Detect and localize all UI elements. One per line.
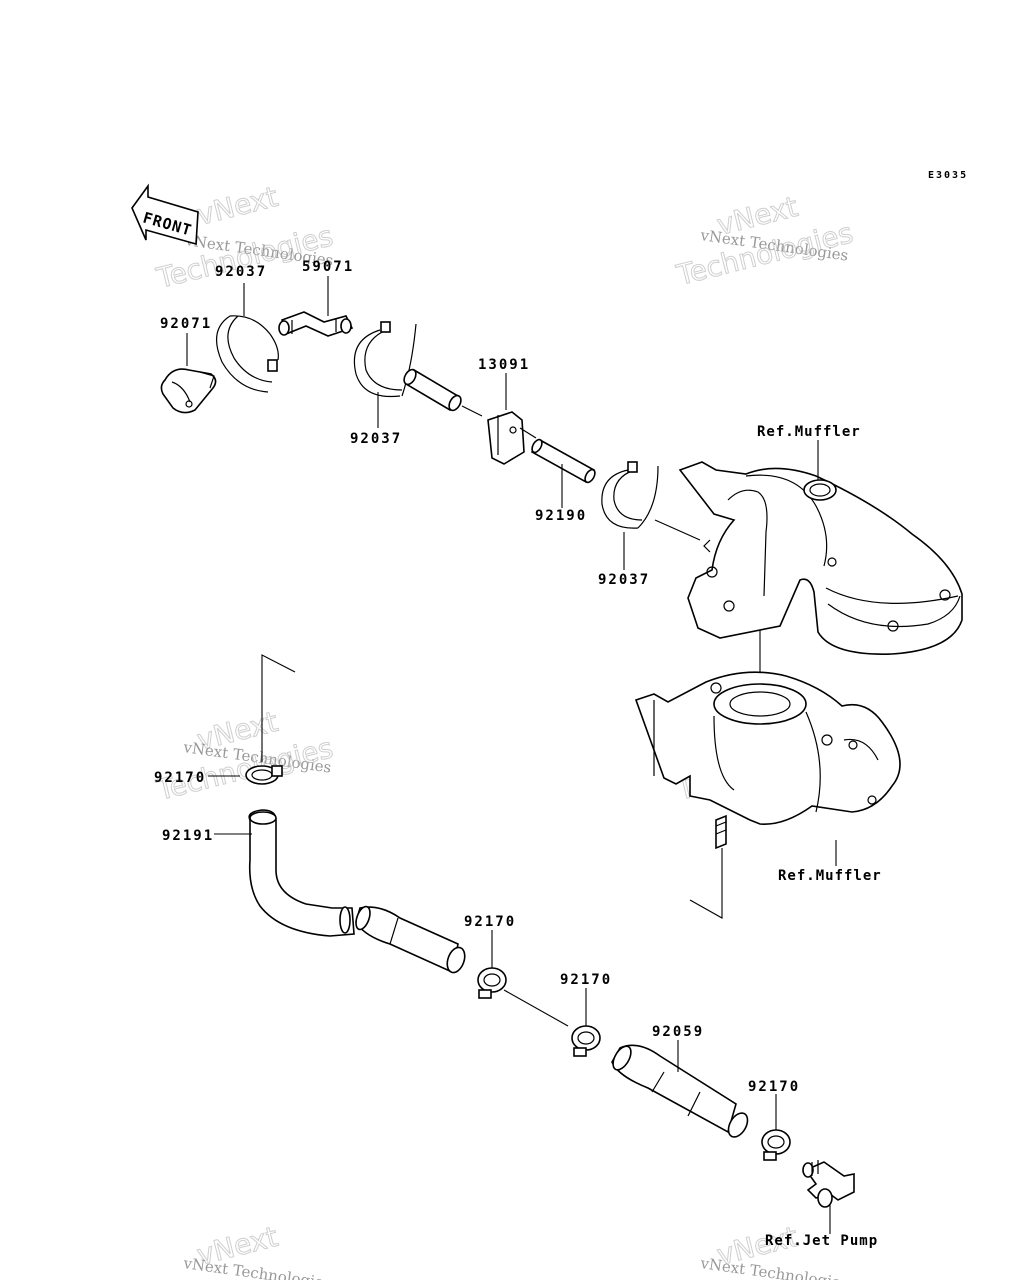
part-label-92191: 92191: [162, 828, 214, 844]
hose-icon: [611, 1044, 749, 1138]
watermark-bottom-left: vNext vNext Technologies: [181, 1219, 332, 1280]
part-label-92170-d: 92170: [748, 1079, 800, 1095]
hose-clamp-icon: [477, 967, 507, 999]
part-label-92037-b: 92037: [350, 431, 402, 447]
part-label-92071: 92071: [160, 316, 212, 332]
hose-clamp-icon: [761, 1129, 791, 1161]
hose-clamp-icon: [571, 1025, 601, 1057]
part-label-59071: 59071: [302, 259, 354, 275]
part-label-92190: 92190: [535, 508, 587, 524]
ref-muffler-top: Ref.Muffler: [757, 424, 861, 440]
holder-block-icon: [487, 411, 525, 465]
band-clamp-icon: [601, 461, 659, 529]
part-label-92059: 92059: [652, 1024, 704, 1040]
watermark-mid-left: vNext vNext Technologies Technologies: [152, 704, 336, 807]
part-label-92037-a: 92037: [215, 264, 267, 280]
part-label-92170-a: 92170: [154, 770, 206, 786]
watermark-top-right: vNext vNext Technologies Technologies: [672, 189, 856, 292]
elbow-fitting-icon: [802, 1160, 855, 1208]
part-label-92037-c: 92037: [598, 572, 650, 588]
hose-clamp-icon: [245, 765, 283, 785]
ref-jet-pump: Ref.Jet Pump: [765, 1233, 878, 1249]
front-arrow-icon: FRONT: [131, 183, 199, 246]
drain-plug-icon: [160, 368, 217, 414]
hose-icon: [355, 905, 466, 974]
part-label-13091: 13091: [478, 357, 530, 373]
svg-text:vNext: vNext: [194, 180, 281, 232]
band-clamp-icon: [353, 321, 417, 398]
band-clamp-icon: [215, 315, 279, 393]
tube-icon: [530, 438, 596, 484]
muffler-upper-icon: [678, 461, 963, 655]
part-label-92170-b: 92170: [464, 914, 516, 930]
ref-muffler-bottom: Ref.Muffler: [778, 868, 882, 884]
bent-hose-icon: [248, 809, 355, 937]
part-label-92170-c: 92170: [560, 972, 612, 988]
muffler-lower-icon: [634, 671, 901, 850]
diagram-code: E3035: [928, 170, 968, 181]
watermark-bottom-right: vNext vNext Technologies: [698, 1219, 849, 1280]
nozzle-pipe-icon: [278, 311, 354, 337]
short-hose-icon: [403, 368, 462, 412]
